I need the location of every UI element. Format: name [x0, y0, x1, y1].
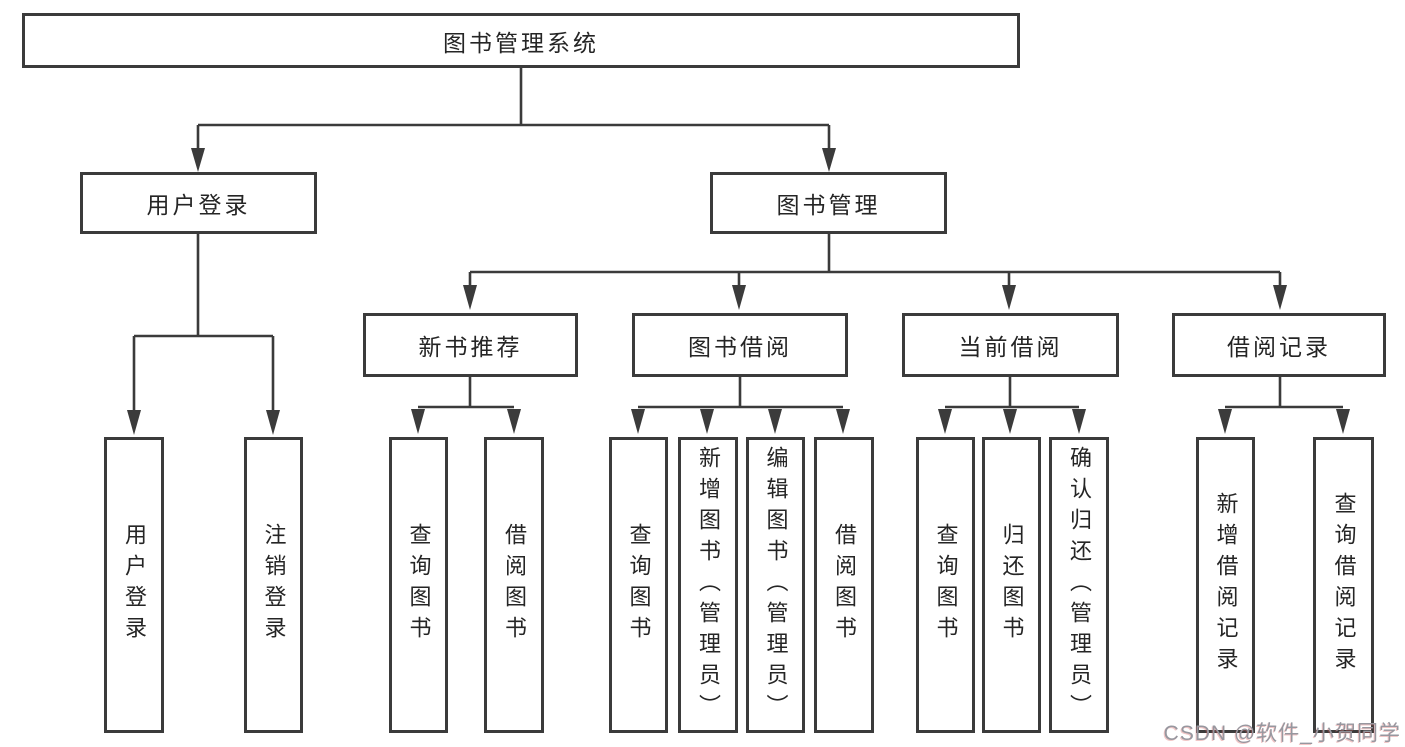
leaf-query-borrow-record: 查询借阅记录	[1313, 437, 1374, 733]
node-label: 注销登录	[261, 523, 287, 647]
node-label: 图书管理系统	[443, 29, 599, 56]
leaf-confirm-return-admin: 确认归还（管理员）	[1049, 437, 1109, 733]
node-label: 新增借阅记录	[1213, 492, 1239, 678]
leaf-user-login: 用户登录	[104, 437, 164, 733]
node-label: 借阅图书	[832, 523, 857, 647]
node-book-management: 图书管理	[710, 172, 947, 234]
node-label: 用户登录	[146, 192, 251, 218]
connector-user-login-to-leaves	[127, 234, 280, 435]
node-label: 查询借阅记录	[1331, 492, 1357, 678]
leaf-query-books-borrow: 查询图书	[609, 437, 668, 733]
leaf-logout: 注销登录	[244, 437, 303, 733]
leaf-query-books-recommend: 查询图书	[389, 437, 448, 733]
node-label: 借阅图书	[502, 523, 527, 647]
node-label: 图书管理	[776, 192, 881, 218]
connector-root-to-level2	[191, 68, 836, 172]
leaf-add-borrow-record: 新增借阅记录	[1196, 437, 1255, 733]
node-label: 用户登录	[122, 523, 147, 647]
connector-book-management-to-level3	[463, 234, 1287, 310]
node-label: 查询图书	[406, 523, 432, 647]
node-label: 确认归还（管理员）	[1067, 445, 1092, 725]
node-label: 查询图书	[933, 523, 959, 647]
connector-book-borrow-to-leaves	[631, 377, 850, 434]
node-label: 新增图书（管理员）	[696, 445, 721, 725]
leaf-borrow-books-recommend: 借阅图书	[484, 437, 544, 733]
node-label: 图书借阅	[688, 334, 792, 360]
csdn-watermark: CSDN @软件_小贺同学	[1163, 722, 1401, 745]
leaf-add-books-admin: 新增图书（管理员）	[678, 437, 738, 733]
connector-borrow-records-to-leaves	[1218, 377, 1350, 434]
node-new-book-recommend: 新书推荐	[363, 313, 578, 377]
node-label: 借阅记录	[1227, 334, 1331, 360]
leaf-query-books-current: 查询图书	[916, 437, 975, 733]
node-borrow-records: 借阅记录	[1172, 313, 1386, 377]
node-label: 当前借阅	[958, 334, 1063, 360]
node-library-management-system: 图书管理系统	[22, 13, 1020, 68]
node-label: 归还图书	[999, 523, 1025, 647]
node-label: 编辑图书（管理员）	[763, 445, 789, 725]
leaf-return-books: 归还图书	[982, 437, 1041, 733]
connector-current-borrow-to-leaves	[938, 377, 1086, 434]
node-current-borrow: 当前借阅	[902, 313, 1119, 377]
leaf-borrow-books: 借阅图书	[814, 437, 874, 733]
node-book-borrow: 图书借阅	[632, 313, 848, 377]
leaf-edit-books-admin: 编辑图书（管理员）	[746, 437, 805, 733]
node-label: 新书推荐	[418, 334, 523, 360]
node-user-login: 用户登录	[80, 172, 317, 234]
connector-new-book-recommend-to-leaves	[411, 377, 521, 434]
node-label: 查询图书	[626, 523, 652, 647]
